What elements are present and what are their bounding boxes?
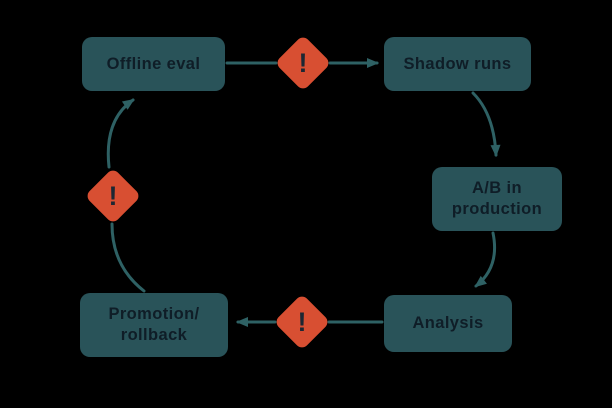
node-promotion-rollback-label: Promotion/ rollback bbox=[108, 305, 200, 344]
warning-icon-left: ! bbox=[84, 167, 142, 225]
edge-warning-left-to-offline bbox=[106, 98, 135, 169]
warning-icon-bottom: ! bbox=[273, 293, 331, 351]
node-shadow-runs: Shadow runs bbox=[384, 37, 531, 91]
edge-promotion-to-warning-left bbox=[110, 222, 146, 293]
exclamation-icon: ! bbox=[297, 306, 307, 337]
node-analysis: Analysis bbox=[384, 295, 512, 352]
node-ab-production-label: A/B in production bbox=[451, 179, 543, 218]
edge-shadow-to-ab bbox=[471, 91, 501, 157]
edge-ab-to-analysis bbox=[474, 231, 497, 288]
exclamation-icon: ! bbox=[298, 47, 308, 78]
node-offline-eval: Offline eval bbox=[82, 37, 225, 91]
node-promotion-rollback: Promotion/ rollback bbox=[80, 293, 228, 357]
warning-icon-top: ! bbox=[274, 34, 332, 92]
node-shadow-runs-label: Shadow runs bbox=[403, 54, 512, 73]
node-analysis-label: Analysis bbox=[412, 314, 484, 333]
node-offline-eval-label: Offline eval bbox=[106, 54, 201, 73]
exclamation-icon: ! bbox=[108, 180, 118, 211]
node-ab-production: A/B in production bbox=[432, 167, 562, 231]
